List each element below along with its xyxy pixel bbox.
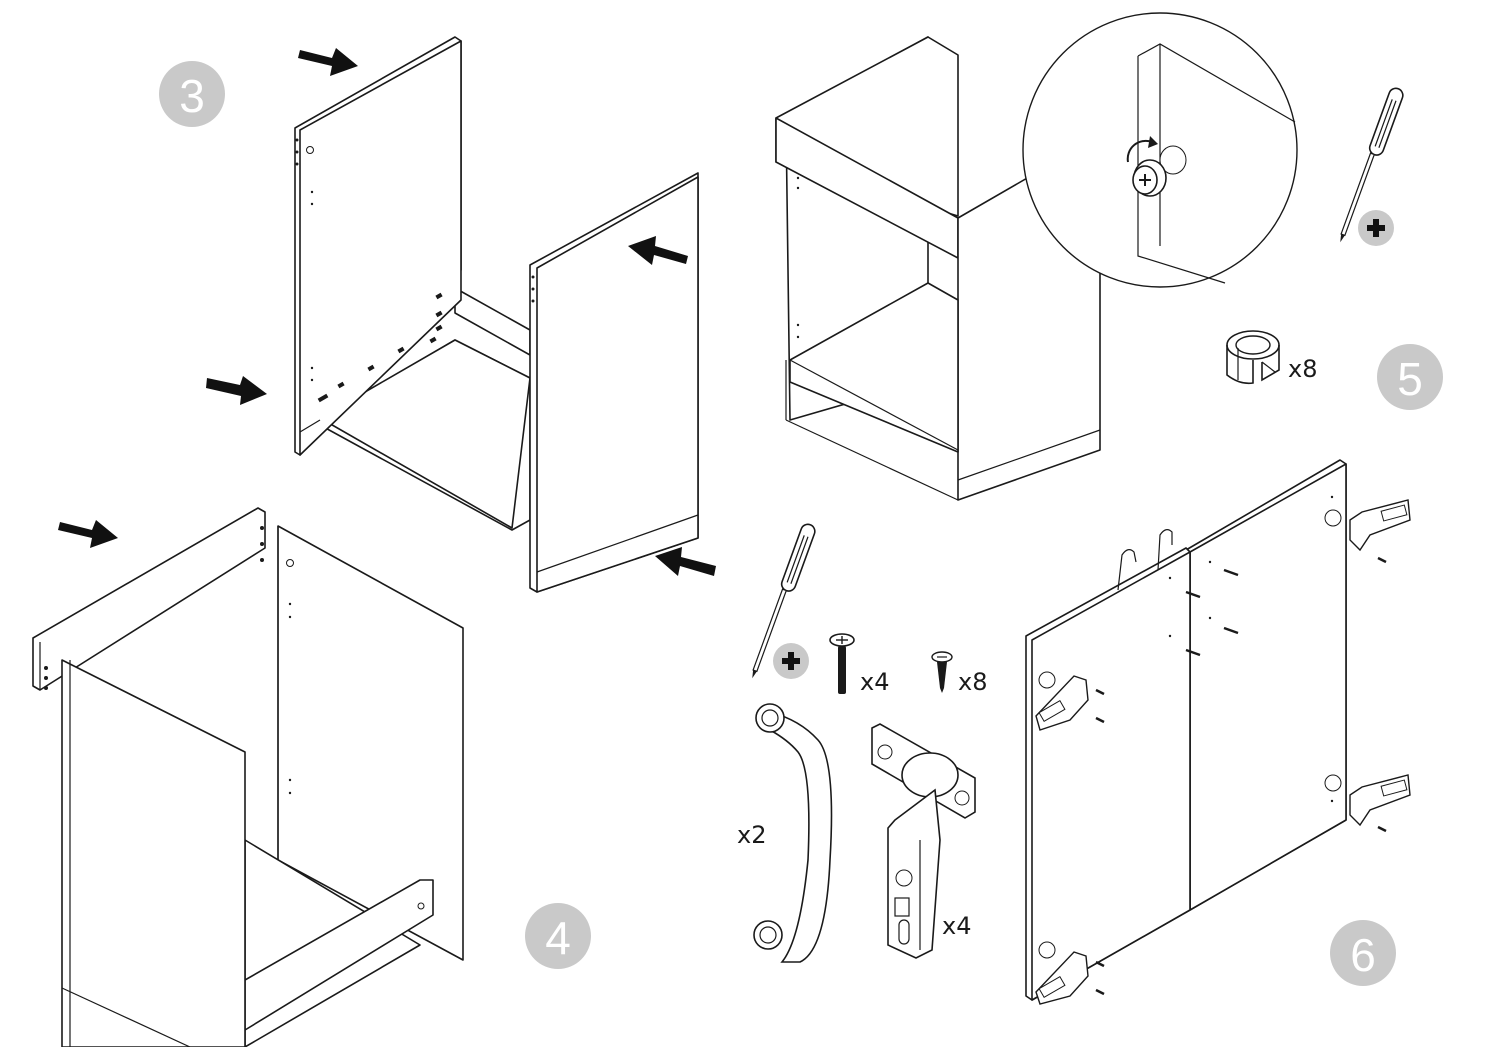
step-number: 4 [545, 912, 571, 964]
step-4-assembly: 4 [32, 507, 591, 1047]
screw-icon [931, 651, 953, 693]
step-5-assembly: x8 5 [775, 12, 1443, 501]
screw-icon [1223, 568, 1239, 577]
step-badge [159, 61, 225, 127]
arrow-icon [58, 520, 118, 548]
screw-icon [1223, 626, 1239, 635]
rotate-arrow-icon [1126, 139, 1153, 163]
right-door-face [1189, 463, 1347, 911]
hinge-icon [1035, 951, 1089, 1005]
screwdriver-icon [1340, 87, 1404, 243]
back-rail [32, 507, 266, 691]
hinge-icon [871, 723, 976, 959]
step-badge [1330, 920, 1396, 986]
handle-icon [753, 703, 833, 963]
step-number: 5 [1397, 353, 1423, 405]
hinge-quantity: x4 [942, 912, 971, 940]
step-3-assembly: 3 [159, 36, 716, 593]
hinge-icon [1349, 774, 1411, 827]
step-6-assembly: 6 [1025, 459, 1411, 1005]
cabinet-bottom [789, 282, 959, 453]
bolt-icon [829, 633, 855, 694]
screw-icon [1185, 648, 1201, 657]
left-side-panel [61, 659, 246, 1047]
screwdriver-icon [752, 523, 816, 679]
arrow-icon [628, 236, 688, 265]
handle-quantity: x2 [737, 821, 766, 849]
step-number: 3 [179, 70, 205, 122]
screw-icon [1185, 590, 1201, 599]
left-door-face [1031, 551, 1191, 1001]
screw-quantity: x8 [958, 668, 987, 696]
arrow-icon [298, 48, 358, 76]
step-number: 6 [1350, 929, 1376, 981]
step-badge [1377, 344, 1443, 410]
arrow-icon [655, 547, 716, 576]
cam-lock-icon [1226, 330, 1280, 385]
arrow-icon [206, 376, 267, 405]
bolt-quantity: x4 [860, 668, 889, 696]
hinge-icon [1349, 499, 1411, 552]
hardware-parts: x4 x8 x2 x4 [737, 523, 987, 963]
left-side-panel-face [299, 40, 462, 456]
step-badge [525, 903, 591, 969]
right-side-panel-face [536, 176, 699, 593]
cam-lock-quantity: x8 [1288, 355, 1317, 383]
hinge-icon [1035, 675, 1089, 731]
